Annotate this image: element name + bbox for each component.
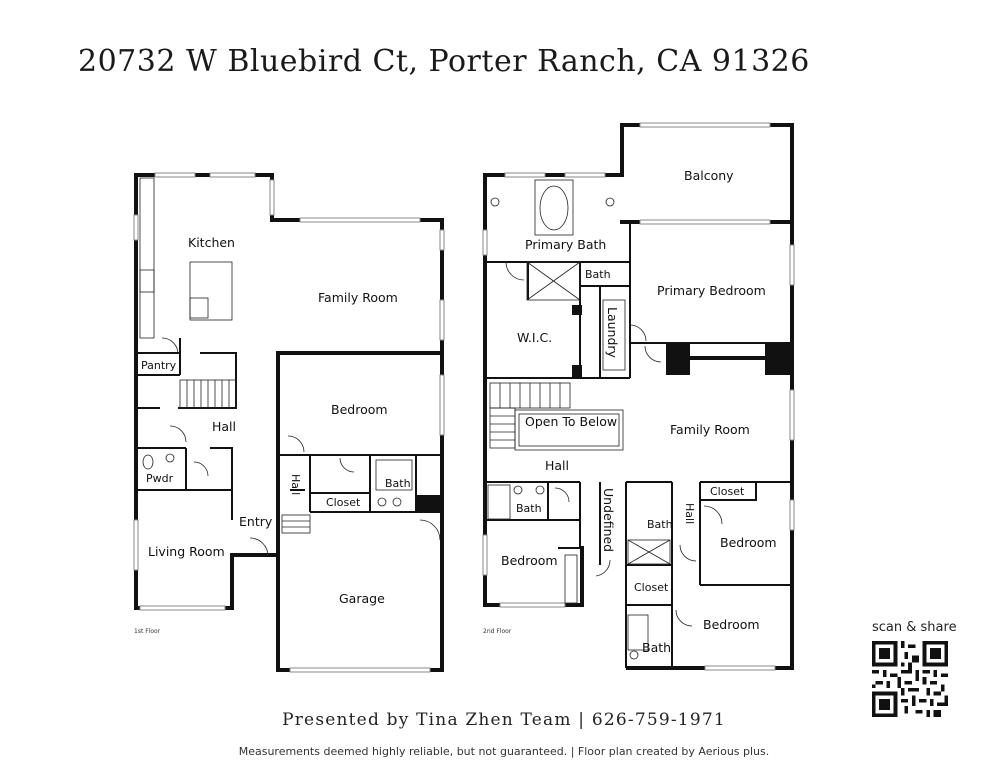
room-label: Closet xyxy=(634,581,669,594)
room-label: Bedroom xyxy=(720,535,777,550)
room-label: Open To Below xyxy=(525,414,617,429)
room-label: W.I.C. xyxy=(517,330,552,345)
room-label: Pwdr xyxy=(146,472,174,485)
second-floor-plan: Balcony Primary Bath Bath Primary Bedroo… xyxy=(482,122,795,671)
room-label: Bedroom xyxy=(331,402,388,417)
room-label: Entry xyxy=(239,514,273,529)
disclaimer: Measurements deemed highly reliable, but… xyxy=(238,745,770,758)
floor-label: 2nd Floor xyxy=(483,628,512,635)
room-label: Closet xyxy=(710,485,745,498)
room-label: Closet xyxy=(326,496,361,509)
room-label: Bath xyxy=(647,518,673,531)
room-label: Living Room xyxy=(148,544,225,559)
page-title: 20732 W Bluebird Ct, Porter Ranch, CA 91… xyxy=(78,44,810,79)
room-label: Bath xyxy=(385,477,411,490)
presented-by: Presented by Tina Zhen Team | 626-759-19… xyxy=(282,710,726,730)
scan-share-label: scan & share xyxy=(872,620,957,635)
room-label: Laundry xyxy=(605,307,620,359)
room-label: Family Room xyxy=(318,290,398,305)
room-label: Kitchen xyxy=(188,235,235,250)
room-label: Bath xyxy=(516,502,542,515)
room-label: Hall xyxy=(683,503,696,524)
room-label: Hall xyxy=(545,458,569,473)
room-label: Primary Bedroom xyxy=(657,283,766,298)
room-label: Primary Bath xyxy=(525,237,606,252)
room-label: Balcony xyxy=(684,168,734,183)
room-label: Hall xyxy=(212,419,236,434)
room-label: Bath xyxy=(642,640,671,655)
room-label: Pantry xyxy=(141,359,177,372)
room-label: Hall xyxy=(289,474,302,495)
room-label: Bedroom xyxy=(501,553,558,568)
first-floor-plan: Kitchen Family Room Pantry Bedroom Hall … xyxy=(133,172,445,673)
room-label: Undefined xyxy=(601,488,616,552)
room-label: Bedroom xyxy=(703,617,760,632)
floor-label: 1st Floor xyxy=(134,628,161,635)
room-label: Garage xyxy=(339,591,385,606)
room-label: Family Room xyxy=(670,422,750,437)
qr-code-icon[interactable] xyxy=(872,641,948,717)
room-label: Bath xyxy=(585,268,611,281)
